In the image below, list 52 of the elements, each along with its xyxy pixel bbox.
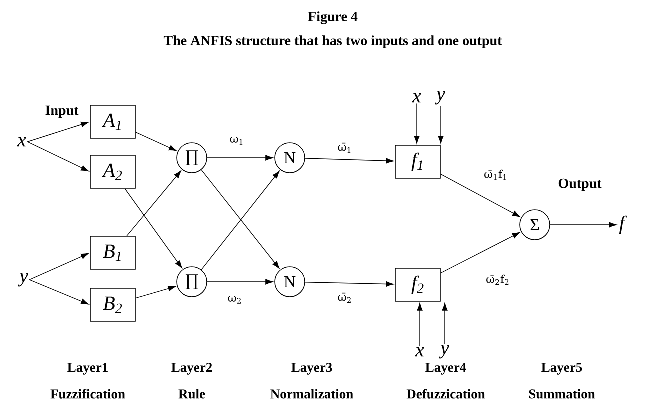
arrow bbox=[136, 286, 176, 299]
arrow bbox=[207, 155, 274, 161]
variable-label: y bbox=[18, 273, 28, 287]
edge-label: ω̄$_{2}$ bbox=[338, 292, 351, 304]
variable-label: x bbox=[415, 347, 424, 357]
edge-label: ω̄$_{2}$f$_{2}$ bbox=[486, 274, 509, 286]
arrow bbox=[440, 174, 520, 218]
arrow bbox=[438, 106, 444, 144]
arrow bbox=[207, 279, 274, 285]
layer-label: Fuzzification bbox=[50, 389, 126, 399]
variable-label: x bbox=[17, 137, 26, 147]
arrow bbox=[550, 222, 617, 228]
layer-label: Rule bbox=[178, 389, 206, 399]
arrow bbox=[305, 158, 394, 164]
io-label: Output bbox=[558, 178, 602, 192]
variable-label: y bbox=[438, 345, 450, 359]
function-box: A$_{2}$ bbox=[90, 155, 136, 189]
layer-label: Layer2 bbox=[172, 363, 212, 375]
variable-label: y bbox=[434, 91, 446, 105]
function-box: A$_{1}$ bbox=[90, 105, 136, 139]
arrow bbox=[442, 303, 448, 344]
variable-label: f bbox=[619, 216, 628, 234]
figure-title: Figure 4 bbox=[308, 12, 358, 24]
layer-label: Defuzzication bbox=[406, 389, 486, 399]
arrow bbox=[27, 122, 89, 142]
edge-label: ω$_{2}$ bbox=[228, 296, 241, 304]
arrow bbox=[124, 188, 182, 269]
io-label: Input bbox=[46, 106, 79, 118]
arrow bbox=[136, 132, 177, 152]
arrow bbox=[29, 253, 89, 280]
arrow bbox=[29, 280, 89, 305]
function-box: f$_{1}$ bbox=[395, 145, 441, 179]
layer-label: Layer4 bbox=[426, 363, 466, 375]
layer-label: Layer3 bbox=[292, 363, 332, 375]
function-box: B$_{2}$ bbox=[90, 288, 136, 322]
variable-label: x bbox=[412, 93, 422, 103]
layer-label: Layer1 bbox=[68, 363, 108, 375]
function-box: f$_{2}$ bbox=[395, 268, 441, 302]
edge-label: ω̄$_{1}$f$_{1}$ bbox=[484, 170, 506, 180]
edge-label: ω$_{1}$ bbox=[230, 137, 243, 145]
edge-label: ω̄$_{1}$ bbox=[338, 142, 351, 154]
arrow bbox=[440, 232, 520, 274]
arrow bbox=[417, 303, 423, 347]
arrow bbox=[414, 103, 420, 144]
layer-label: Normalization bbox=[270, 389, 354, 399]
layer-label: Layer5 bbox=[542, 363, 582, 375]
figure-caption: The ANFIS structure that has two inputs and one output bbox=[164, 36, 502, 48]
layer-label: Summation bbox=[529, 389, 596, 399]
arrow bbox=[27, 142, 89, 172]
arrow bbox=[126, 170, 182, 236]
arrow bbox=[305, 281, 394, 288]
function-box: B$_{1}$ bbox=[90, 236, 136, 270]
